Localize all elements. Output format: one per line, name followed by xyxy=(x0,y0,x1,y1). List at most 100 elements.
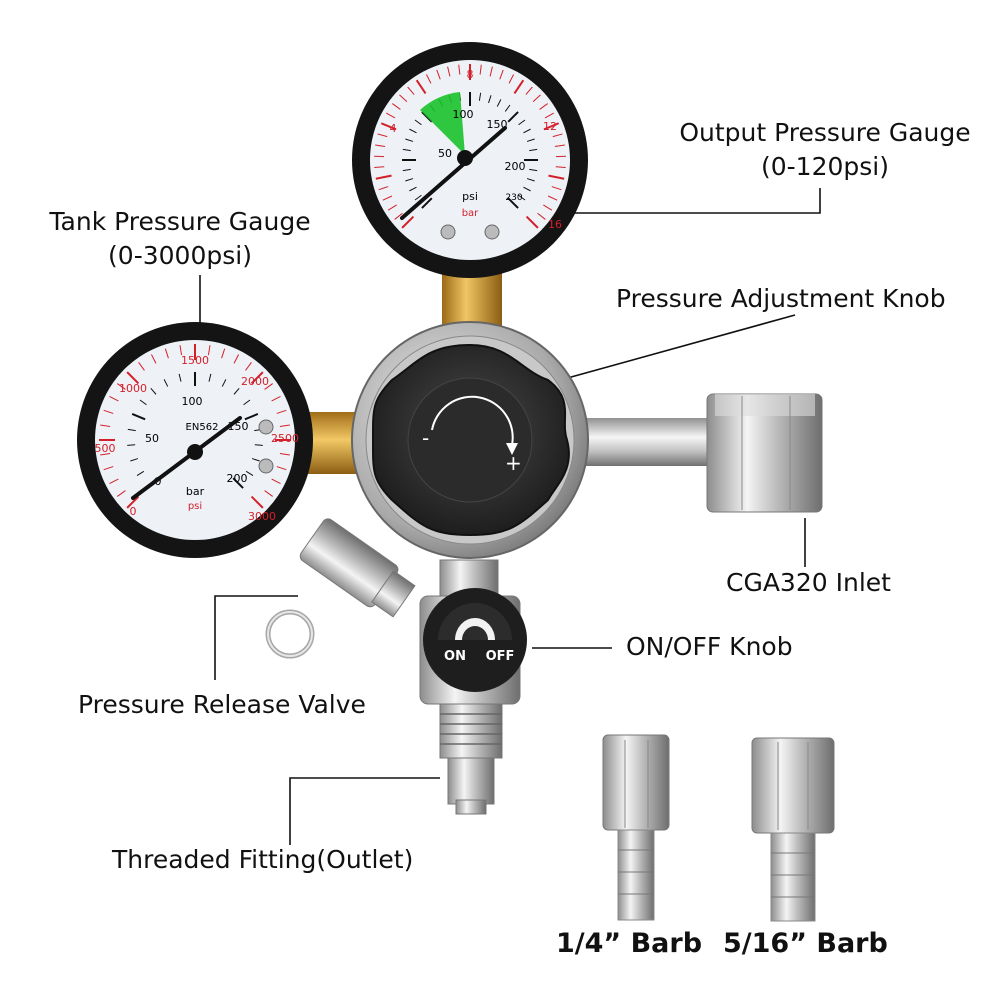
gauge-tick xyxy=(127,428,136,432)
gauge-tick xyxy=(392,103,401,110)
gauge-tick xyxy=(539,103,548,110)
gauge-tick xyxy=(507,111,519,123)
inlet-label: CGA320 Inlet xyxy=(726,568,891,597)
gauge-tick xyxy=(409,186,417,192)
gauge-tick xyxy=(555,166,566,169)
leader-output-gauge xyxy=(565,188,821,214)
tank-bar-200: 200 xyxy=(227,472,248,485)
gauge-tick xyxy=(131,413,146,421)
gauge-tick xyxy=(405,178,414,182)
output-gauge-label: Output Pressure Gauge (0-120psi) xyxy=(665,116,985,184)
tank-brand: EN562 xyxy=(186,422,219,433)
tank-psi-3000: 3000 xyxy=(248,510,276,523)
gauge-tick xyxy=(117,490,126,497)
output-gauge-range: (0-120psi) xyxy=(761,152,889,181)
gauge-tick xyxy=(254,444,263,446)
out-bar-16: 16 xyxy=(548,218,562,231)
gauge-tick xyxy=(109,478,119,485)
gauge-tick xyxy=(518,119,526,126)
out-unit-psi: psi xyxy=(462,190,478,203)
barb-fitting-large xyxy=(751,737,835,922)
gauge-tick xyxy=(377,133,388,138)
gauge-tick xyxy=(233,387,240,395)
gauge-tick xyxy=(164,348,169,359)
release-valve-label: Pressure Release Valve xyxy=(78,690,366,719)
gauge-tick xyxy=(163,379,169,387)
rotate-arrow-icon xyxy=(431,395,514,446)
gauge-tick xyxy=(414,194,422,201)
gauge-tick xyxy=(425,74,432,84)
gauge-tick xyxy=(136,470,145,476)
gauge-tick xyxy=(399,94,408,102)
gauge-tick xyxy=(127,444,136,446)
gauge-tick xyxy=(251,458,260,462)
gauge-tick xyxy=(513,79,525,95)
gauge-tick xyxy=(499,69,504,80)
gauge-tick xyxy=(529,168,538,172)
pressure-release-valve xyxy=(299,518,416,618)
tank-psi-1500: 1500 xyxy=(181,354,209,367)
out-psi-200: 200 xyxy=(505,160,526,173)
tank-bar-100: 100 xyxy=(182,395,203,408)
gauge-tick xyxy=(279,424,290,428)
gauge-tick xyxy=(543,122,560,131)
tank-unit-psi: psi xyxy=(188,501,202,512)
gauge-tick xyxy=(375,144,386,148)
gauge-tick xyxy=(525,215,539,229)
gauge-tick xyxy=(489,66,493,77)
gauge-tick xyxy=(276,409,287,414)
gauge-tick xyxy=(221,379,227,387)
gauge-tick xyxy=(245,362,252,371)
gauge-tick xyxy=(543,204,553,211)
gauge-tick xyxy=(276,466,287,471)
gauge-tick xyxy=(518,194,526,201)
output-pressure-gauge: 50 100 150 200 230 4 8 12 16 psi bar xyxy=(352,42,588,278)
gauge-tick xyxy=(554,144,565,148)
minus-mark: - xyxy=(422,426,429,450)
gauge-tick xyxy=(547,195,558,201)
tank-psi-1000: 1000 xyxy=(119,382,147,395)
output-gauge-title: Output Pressure Gauge xyxy=(679,118,971,147)
tank-pressure-gauge: 0 500 1000 1500 2000 2500 3000 0 50 100 … xyxy=(77,322,313,558)
out-unit-bar: bar xyxy=(462,208,479,219)
gauge-tick xyxy=(385,112,396,119)
gauge-tick xyxy=(207,345,211,356)
tank-bar-50: 50 xyxy=(145,432,159,445)
gauge-tick xyxy=(126,495,140,509)
gauge-tick xyxy=(409,128,417,134)
gauge-tick xyxy=(526,178,535,182)
gauge-tick xyxy=(504,104,511,112)
barb-fitting-small xyxy=(602,734,670,921)
out-psi-230: 230 xyxy=(505,193,522,203)
gauge-tick xyxy=(478,92,482,101)
gauge-tick xyxy=(548,174,565,180)
out-psi-100: 100 xyxy=(453,108,474,121)
leader-adjust-knob xyxy=(552,314,796,383)
tank-gauge-label: Tank Pressure Gauge (0-3000psi) xyxy=(30,205,330,273)
gauge-tick xyxy=(279,452,290,456)
leader-release-valve xyxy=(214,595,298,680)
tank-needle xyxy=(131,416,242,500)
gauge-tick xyxy=(100,452,111,456)
gauge-tick xyxy=(405,138,414,142)
gauge-tick xyxy=(138,362,145,371)
gauge-tick xyxy=(479,64,482,75)
gauge-tick xyxy=(244,413,259,421)
output-needle xyxy=(400,126,507,220)
gauge-tick xyxy=(407,86,415,95)
gauge-tick xyxy=(109,395,119,402)
tank-gauge-range: (0-3000psi) xyxy=(108,241,252,270)
gauge-tick xyxy=(436,69,441,80)
gauge-tick xyxy=(414,119,422,126)
gauge-tick xyxy=(264,383,273,390)
gauge-tick xyxy=(243,399,251,406)
plus-mark: + xyxy=(505,451,522,475)
green-zone xyxy=(420,92,465,155)
gauge-tick xyxy=(529,148,538,152)
on-off-knob: ON OFF xyxy=(423,588,527,692)
gauge-tick xyxy=(507,197,519,209)
gauge-tick xyxy=(551,186,562,191)
gauge-tick xyxy=(526,138,535,142)
gauge-tick xyxy=(374,166,385,169)
tank-gauge-title: Tank Pressure Gauge xyxy=(49,207,311,236)
